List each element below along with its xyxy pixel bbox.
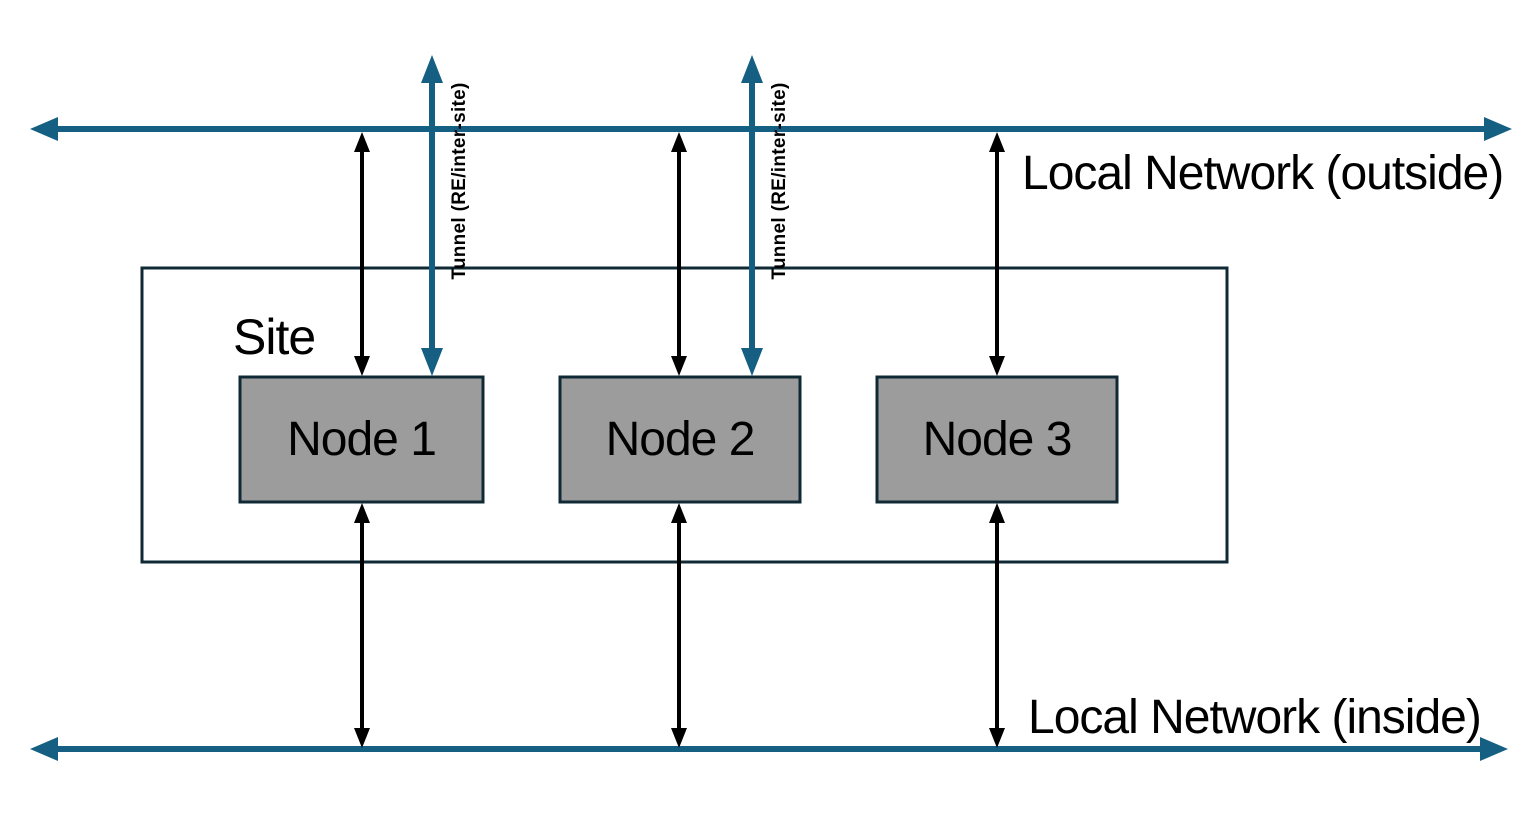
node-1-label: Node 1 — [287, 413, 437, 466]
node2-outside-link-arrow — [671, 132, 687, 376]
node-3-box — [875, 375, 1119, 504]
site-label: Site — [233, 309, 316, 365]
node2-inside-link-arrow — [671, 503, 687, 748]
node3-inside-link-arrow — [989, 503, 1005, 748]
tunnel-label-node1: Tunnel (RE/inter-site) — [449, 82, 470, 280]
site-box — [140, 266, 1229, 564]
tunnel-arrow-node1 — [421, 55, 443, 376]
node-2-box — [558, 375, 802, 504]
inside-network-line — [30, 737, 1508, 761]
node-2-label: Node 2 — [605, 413, 756, 466]
tunnel-label-node2: Tunnel (RE/inter-site) — [769, 82, 790, 280]
node-1-box — [238, 375, 485, 504]
node3-outside-link-arrow — [989, 132, 1005, 376]
outside-network-line — [30, 117, 1512, 141]
node1-outside-link-arrow — [354, 132, 370, 376]
tunnel-arrow-node2 — [741, 55, 763, 376]
node-3-label: Node 3 — [922, 413, 1073, 466]
outside-network-label: Local Network (outside) — [1022, 147, 1504, 200]
node1-inside-link-arrow — [354, 503, 370, 748]
inside-network-label: Local Network (inside) — [1028, 691, 1482, 744]
